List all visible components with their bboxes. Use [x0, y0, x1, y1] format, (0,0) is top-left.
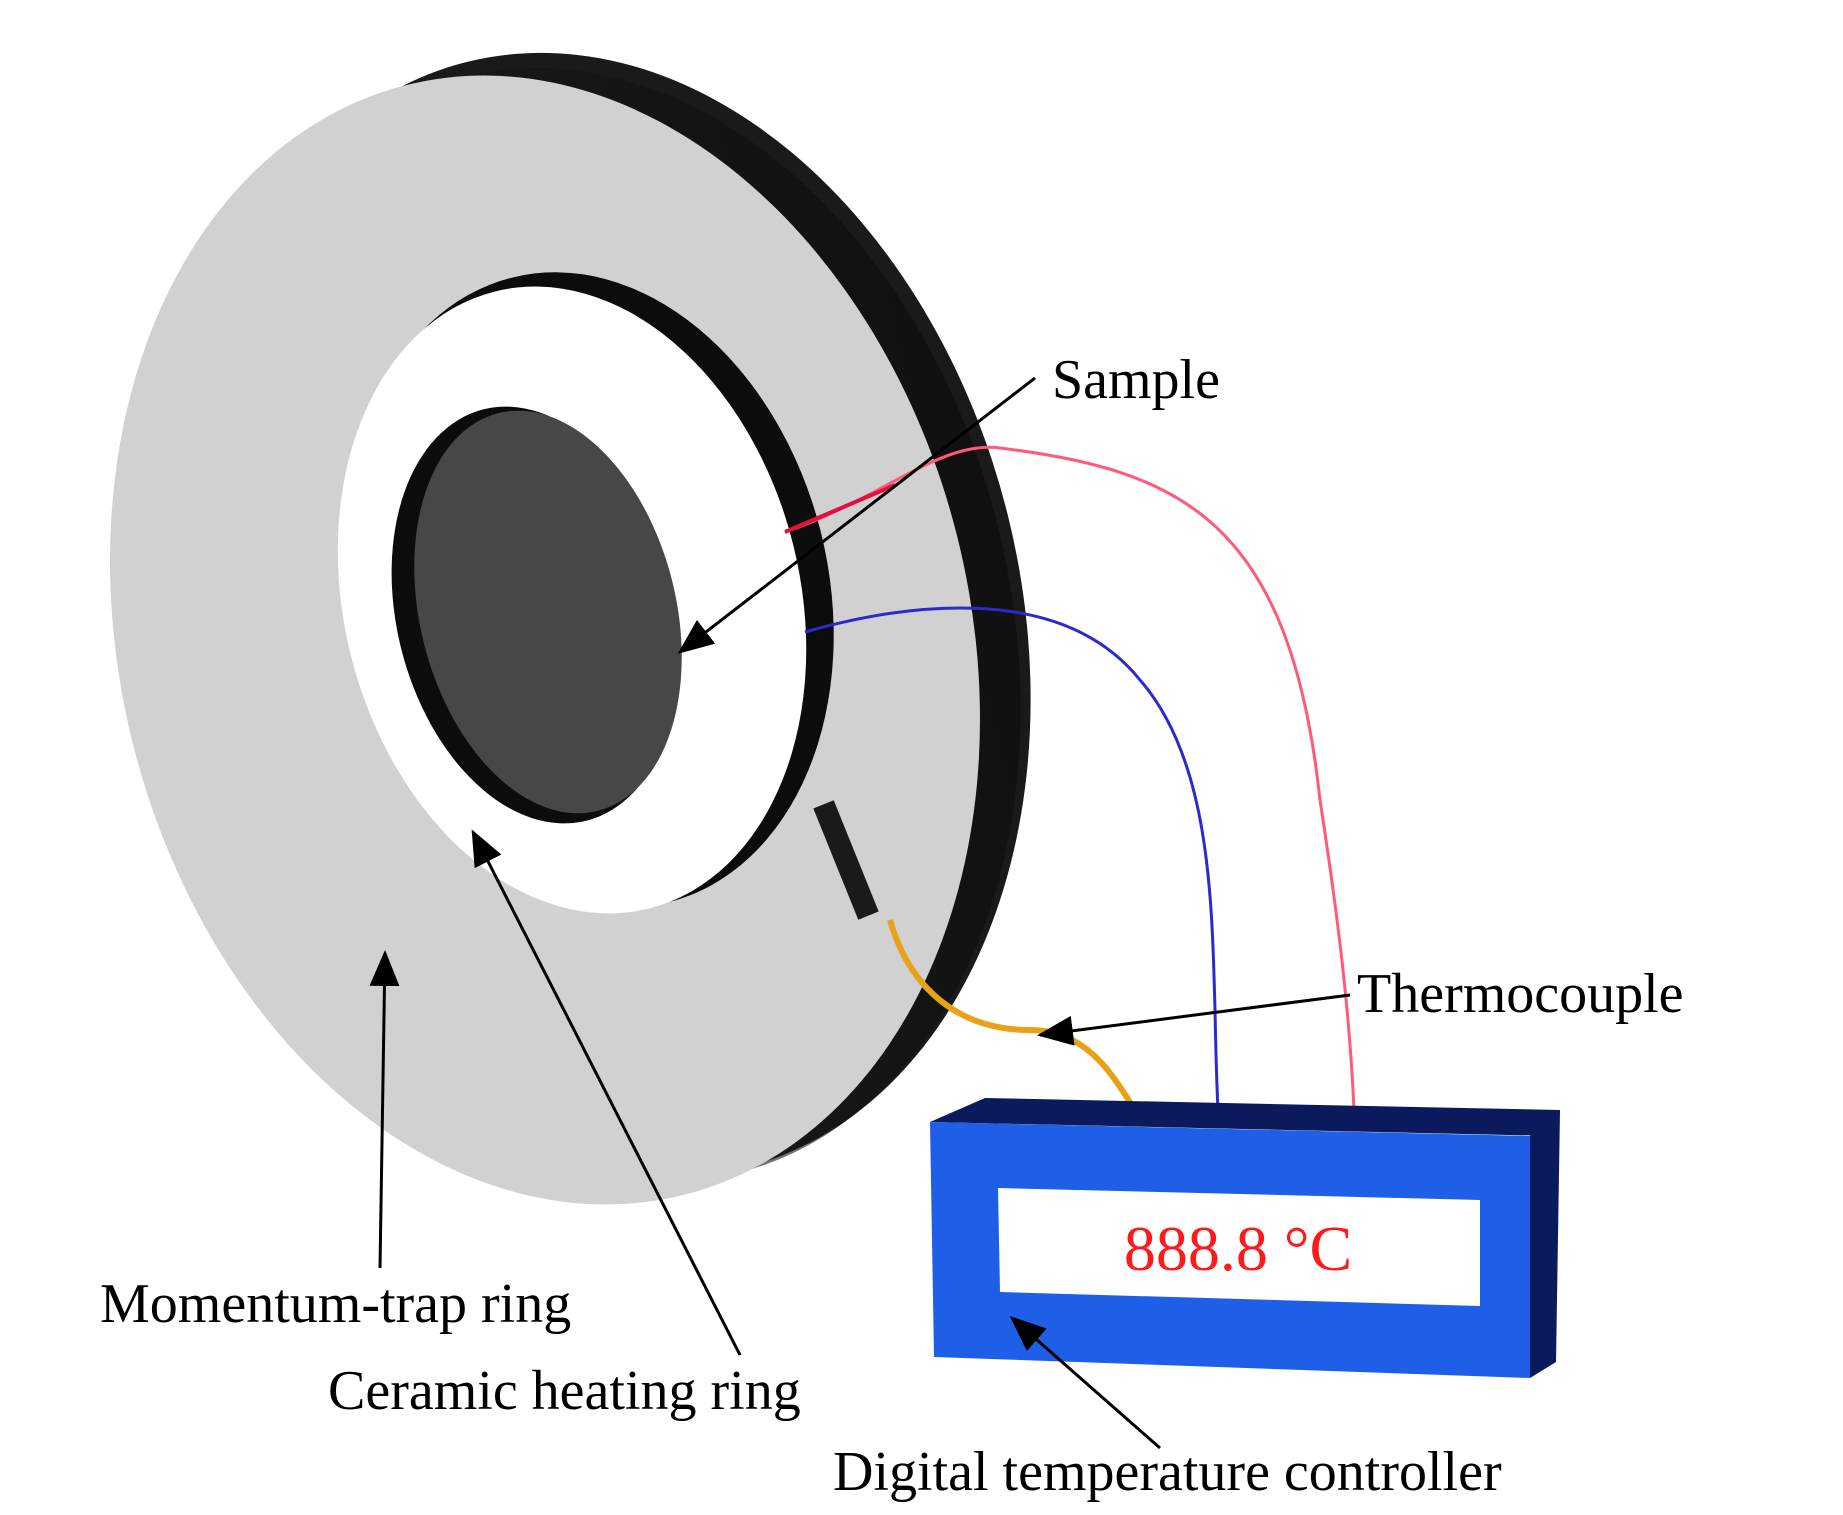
momentum-trap-ring [110, 52, 1031, 1205]
controller-label: Digital temperature controller [833, 1441, 1502, 1503]
controller-callout-arrow [1009, 1316, 1161, 1450]
blue-wire [804, 606, 1220, 1111]
thermocouple-callout-arrow [1037, 993, 1351, 1046]
momentum-trap-ring-callout-arrow [369, 950, 400, 1269]
thermocouple-probe-body [813, 800, 879, 920]
sample-disc-face [414, 410, 682, 814]
red-wire [784, 445, 1356, 1111]
sample-disc [391, 406, 682, 824]
momentum-trap-ring-label: Momentum-trap ring [100, 1273, 571, 1335]
controller-readout: 888.8 °C [1124, 1213, 1352, 1284]
ceramic-heating-ring-label: Ceramic heating ring [328, 1360, 801, 1422]
ceramic-heating-ring-callout-arrow [471, 829, 742, 1356]
thermocouple-probe [813, 800, 879, 920]
controller-display [998, 1188, 1480, 1306]
thermocouple-label: Thermocouple [1357, 963, 1684, 1025]
sample-label: Sample [1052, 349, 1220, 411]
digital-temperature-controller: 888.8 °C [930, 1098, 1560, 1378]
red-wire-inner [784, 483, 896, 534]
sample-callout-arrow [677, 376, 1036, 654]
controller-top-face [930, 1098, 1560, 1136]
controller-side-face [1530, 1110, 1560, 1378]
thermocouple-wire [887, 919, 1138, 1112]
